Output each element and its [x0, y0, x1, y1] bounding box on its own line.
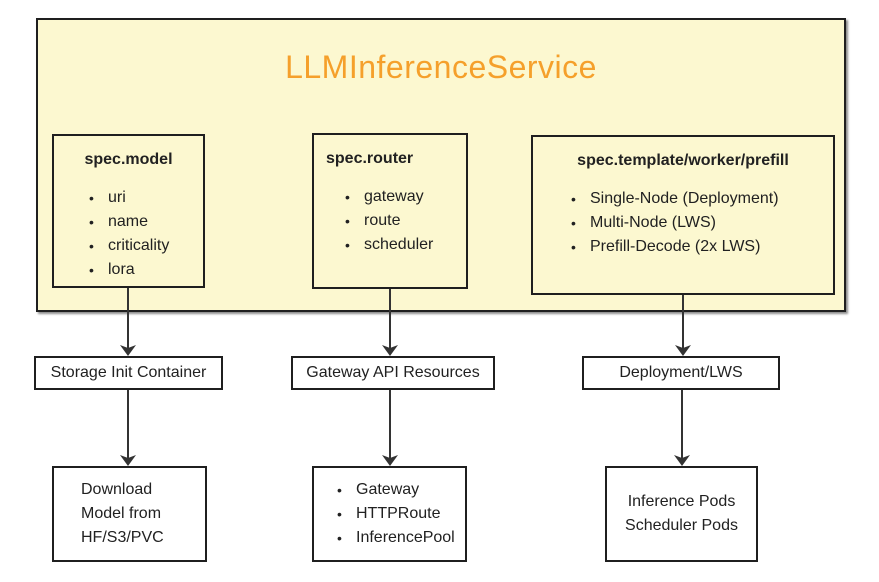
- list-item: route: [343, 209, 466, 233]
- arrow: [674, 390, 690, 466]
- list-item: Prefill-Decode (2x LWS): [569, 235, 833, 259]
- list-item: Gateway: [335, 478, 465, 502]
- gateway-resources-list: GatewayHTTPRouteInferencePool: [335, 478, 465, 550]
- spec-template-worker-prefill-box: spec.template/worker/prefill Single-Node…: [531, 135, 835, 295]
- download-model-box: Download Model from HF/S3/PVC: [52, 466, 207, 562]
- arrow: [382, 390, 398, 466]
- spec-router-list: gatewayroutescheduler: [343, 185, 466, 257]
- list-item: Single-Node (Deployment): [569, 187, 833, 211]
- diagram-title: LLMInferenceService: [285, 49, 597, 85]
- list-item: criticality: [87, 234, 203, 258]
- list-item: gateway: [343, 185, 466, 209]
- spec-model-header: spec.model: [84, 151, 173, 168]
- list-item: uri: [87, 186, 203, 210]
- list-item: HTTPRoute: [335, 502, 465, 526]
- list-item: InferencePool: [335, 526, 465, 550]
- arrow: [120, 390, 136, 466]
- list-item: name: [87, 210, 203, 234]
- inference-pods-line: Scheduler Pods: [625, 517, 738, 534]
- spec-router-header: spec.router: [326, 150, 414, 167]
- spec-model-list: urinamecriticalitylora: [87, 186, 203, 282]
- download-model-line: Model from: [81, 505, 162, 522]
- spec-template-worker-prefill-list: Single-Node (Deployment)Multi-Node (LWS)…: [569, 187, 833, 259]
- inference-pods-line: Inference Pods: [627, 493, 736, 510]
- list-item: scheduler: [343, 233, 466, 257]
- storage-init-container-box: Storage Init Container: [34, 356, 223, 390]
- download-model-line: Download: [81, 481, 153, 498]
- list-item: lora: [87, 258, 203, 282]
- inference-pods-box: Inference Pods Scheduler Pods: [605, 466, 758, 562]
- storage-init-container-label: Storage Init Container: [50, 364, 207, 381]
- deployment-lws-label: Deployment/LWS: [619, 364, 743, 381]
- gateway-api-resources-label: Gateway API Resources: [306, 364, 480, 381]
- gateway-resources-list-box: GatewayHTTPRouteInferencePool: [312, 466, 467, 562]
- deployment-lws-box: Deployment/LWS: [582, 356, 780, 390]
- spec-template-worker-prefill-header: spec.template/worker/prefill: [577, 152, 789, 169]
- list-item: Multi-Node (LWS): [569, 211, 833, 235]
- download-model-line: HF/S3/PVC: [81, 529, 164, 546]
- spec-model-box: spec.model urinamecriticalitylora: [52, 134, 205, 288]
- gateway-api-resources-box: Gateway API Resources: [291, 356, 495, 390]
- spec-router-box: spec.router gatewayroutescheduler: [312, 133, 468, 289]
